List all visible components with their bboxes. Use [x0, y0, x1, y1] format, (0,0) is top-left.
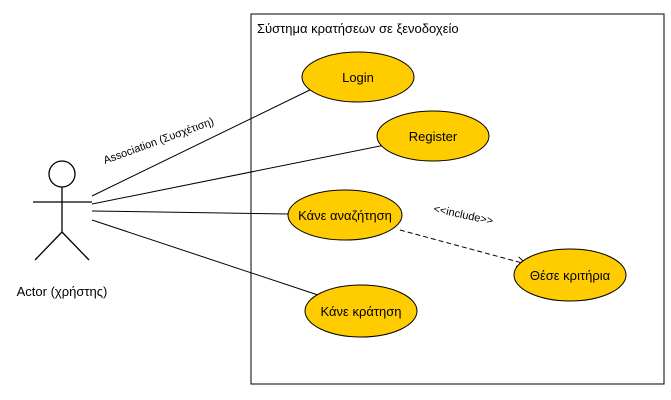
use-case-login-label: Login	[342, 70, 374, 85]
actor-head	[48, 160, 76, 188]
association-search	[91, 210, 290, 215]
actor-left-leg	[34, 231, 63, 261]
use-case-search-label: Κάνε αναζήτηση	[298, 208, 392, 223]
association-booking	[91, 219, 319, 296]
use-case-register-label: Register	[409, 129, 458, 144]
system-title: Σύστημα κρατήσεων σε ξενοδοχείο	[257, 21, 459, 36]
use-case-login[interactable]: Login	[301, 51, 415, 103]
use-case-criteria[interactable]: Θέσε κριτήρια	[513, 248, 627, 302]
use-case-criteria-label: Θέσε κριτήρια	[530, 268, 611, 283]
association-label: Association (Συσχέτιση)	[102, 116, 216, 167]
use-case-booking-label: Κάνε κράτηση	[321, 304, 402, 319]
association-login	[91, 85, 319, 197]
use-case-booking[interactable]: Κάνε κράτηση	[304, 284, 418, 338]
system-boundary	[250, 13, 665, 385]
use-case-search[interactable]: Κάνε αναζήτηση	[287, 189, 403, 241]
use-case-register[interactable]: Register	[376, 110, 490, 162]
include-label: <<include>>	[432, 203, 494, 227]
stick-figure-icon	[33, 160, 92, 261]
actor-right-leg	[61, 231, 90, 261]
include-dependency	[399, 229, 527, 267]
association-register	[91, 144, 386, 205]
actor-label: Actor (χρήστης)	[17, 284, 108, 299]
